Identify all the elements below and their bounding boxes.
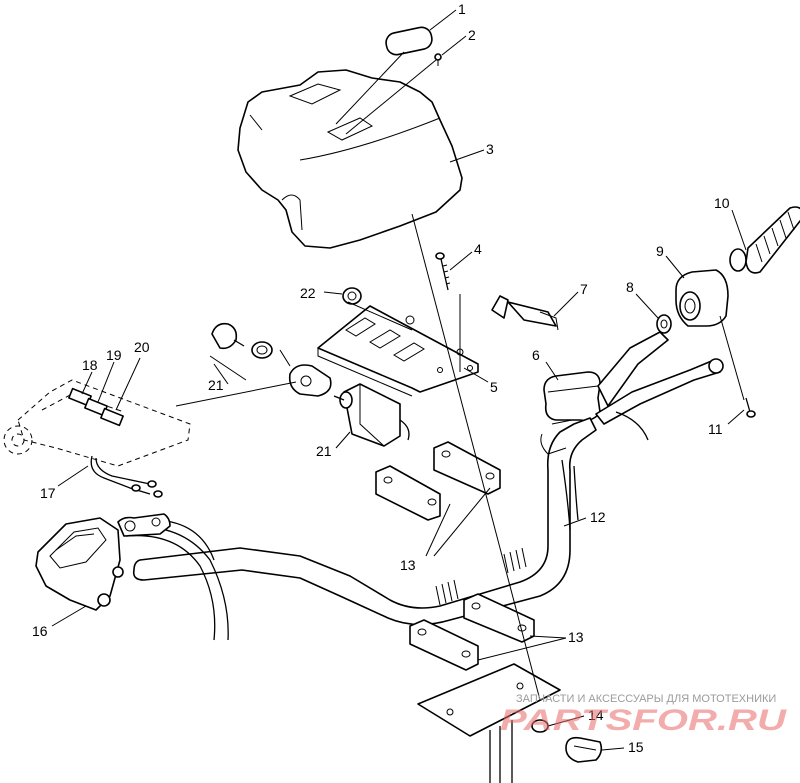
callout-7: 7 (580, 281, 588, 297)
part-21-switch (288, 364, 410, 447)
callout-15: 15 (628, 739, 644, 755)
part-12-handlebar (132, 417, 597, 626)
callout-22: 22 (300, 285, 316, 301)
part-4-bolt (435, 252, 451, 291)
base-plate (417, 663, 561, 783)
callout-18: 18 (82, 357, 98, 373)
callout-5: 5 (490, 379, 498, 395)
callout-3: 3 (486, 141, 494, 157)
callout-16: 16 (32, 623, 48, 639)
callout-2: 2 (468, 27, 476, 43)
callout-13-lower: 13 (568, 629, 584, 645)
watermark-logo: PARTSFOR.RU (500, 704, 788, 737)
callout-20: 20 (134, 339, 150, 355)
callout-6: 6 (532, 347, 540, 363)
callout-10: 10 (714, 195, 730, 211)
part-1-pad (385, 26, 433, 56)
callout-12: 12 (590, 509, 606, 525)
part-11-screw (745, 397, 756, 418)
callout-21-upper: 21 (208, 377, 224, 393)
part-5-mount-plate (317, 305, 479, 397)
callout-9: 9 (656, 243, 664, 259)
part-3-handlebar-cover (237, 69, 463, 249)
cables (119, 411, 649, 641)
part-17-switch-panel (3, 379, 191, 498)
part-21-knob (209, 322, 273, 381)
part-2-screw (434, 53, 442, 66)
leader-lines (51, 9, 747, 751)
center-assembly-lines (175, 51, 745, 701)
callout-13-upper: 13 (400, 557, 416, 573)
part-9-throttle-housing (675, 269, 729, 327)
part-16-left-control (35, 513, 171, 611)
callout-labels: 1 2 3 4 5 6 7 8 9 10 11 12 13 13 14 15 1… (32, 1, 730, 755)
part-6-master-cylinder (543, 331, 669, 422)
callout-17: 17 (40, 485, 56, 501)
watermark-tagline: ЗАПЧАСТИ И АКСЕССУАРЫ ДЛЯ МОТОТЕХНИКИ (516, 693, 776, 705)
callout-4: 4 (474, 241, 482, 257)
callout-14: 14 (588, 707, 604, 723)
part-13-clamps-upper (375, 441, 501, 521)
watermark: ЗАПЧАСТИ И АКСЕССУАРЫ ДЛЯ МОТОТЕХНИКИ PA… (500, 693, 788, 737)
part-10-grip (729, 206, 800, 274)
callout-19: 19 (106, 347, 122, 363)
part-7-throttle-lever (491, 295, 559, 331)
callout-8: 8 (626, 279, 634, 295)
part-13-clamps-lower (409, 593, 535, 671)
callout-21-lower: 21 (316, 443, 332, 459)
part-8-washer (656, 314, 672, 334)
callout-1: 1 (458, 1, 466, 17)
part-22-nut (342, 287, 362, 305)
part-15-clip (565, 736, 603, 763)
callout-11: 11 (708, 421, 723, 437)
